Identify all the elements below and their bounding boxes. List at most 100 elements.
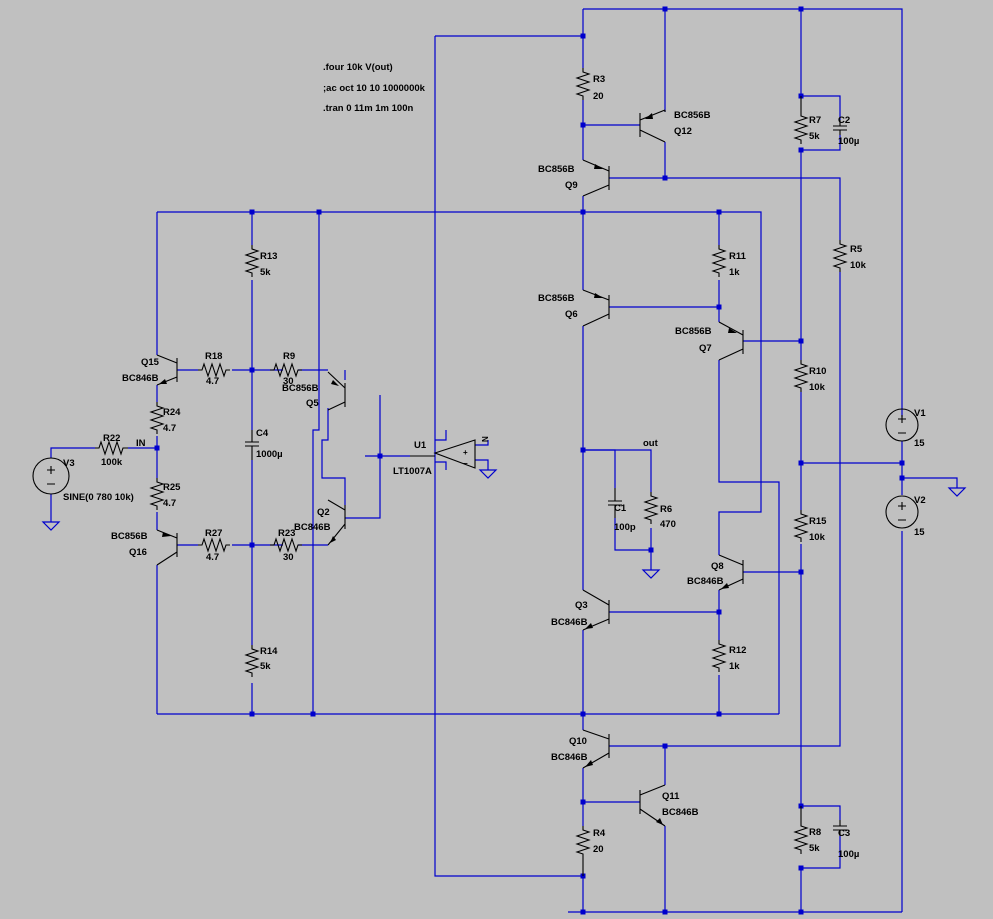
svg-text:R18: R18: [205, 351, 222, 362]
svg-text:15: 15: [914, 527, 925, 538]
svg-text:U1: U1: [414, 440, 427, 451]
svg-text:BC856B: BC856B: [538, 164, 575, 175]
svg-text:BC846B: BC846B: [294, 522, 331, 533]
svg-text:4.7: 4.7: [163, 423, 176, 434]
svg-text:5k: 5k: [260, 661, 271, 672]
voltage-source-V2[interactable]: V2 15: [885, 495, 926, 538]
transistor-Q16[interactable]: BC856B Q16: [111, 529, 178, 566]
directive-four[interactable]: .four 10k V(out): [323, 62, 393, 73]
capacitor-C4[interactable]: C4 1000µ: [245, 428, 283, 460]
resistor-R15[interactable]: R15 10k: [793, 510, 827, 543]
ground-symbol: [41, 469, 967, 579]
resistor-R14[interactable]: R14 5k: [244, 645, 278, 677]
voltage-source-V3[interactable]: V3 SINE(0 780 10k): [32, 457, 134, 503]
svg-text:R8: R8: [809, 827, 821, 838]
svg-text:N: N: [481, 436, 490, 442]
svg-text:BC856B: BC856B: [538, 293, 575, 304]
svg-text:V1: V1: [914, 408, 926, 419]
svg-text:R24: R24: [163, 407, 181, 418]
svg-text:C3: C3: [838, 828, 850, 839]
resistor-R10[interactable]: R10 10k: [793, 360, 826, 393]
svg-text:R9: R9: [283, 351, 295, 362]
transistor-Q3[interactable]: Q3 BC846B: [551, 589, 610, 631]
net-label-in: IN: [136, 438, 146, 449]
svg-text:1000µ: 1000µ: [256, 449, 283, 460]
capacitor-C2[interactable]: C2 100µ: [833, 115, 859, 147]
svg-text:30: 30: [283, 376, 294, 387]
transistor-Q11[interactable]: Q11 BC846B: [639, 784, 699, 827]
svg-text:30: 30: [283, 552, 294, 563]
resistor-R27[interactable]: R27 4.7: [198, 528, 230, 563]
svg-text:100k: 100k: [101, 457, 123, 468]
transistor-Q15[interactable]: Q15 BC846B: [122, 354, 178, 386]
svg-text:C4: C4: [256, 428, 269, 439]
svg-text:4.7: 4.7: [163, 498, 176, 509]
capacitor-C3[interactable]: C3 100µ: [833, 820, 859, 860]
transistor-Q10[interactable]: Q10 BC846B: [551, 729, 610, 769]
svg-text:Q15: Q15: [141, 357, 160, 368]
resistor-R25[interactable]: R25 4.7: [149, 478, 181, 510]
transistor-Q7[interactable]: BC856B Q7: [675, 321, 744, 361]
svg-text:Q6: Q6: [565, 309, 578, 320]
wires: [50, 8, 958, 913]
resistor-R8[interactable]: R8 5k: [793, 806, 821, 854]
resistor-R6[interactable]: R6 470: [643, 492, 676, 530]
resistor-R24[interactable]: R24 4.7: [149, 402, 181, 434]
svg-text:10k: 10k: [850, 260, 867, 271]
spice-directives[interactable]: .four 10k V(out) ;ac oct 10 10 1000000k …: [323, 62, 426, 114]
svg-text:Q5: Q5: [306, 398, 319, 409]
svg-text:Q3: Q3: [575, 600, 588, 611]
svg-text:R14: R14: [260, 646, 278, 657]
resistor-R18[interactable]: R18 4.7: [198, 351, 230, 387]
capacitor-C1[interactable]: C1 100p: [608, 488, 636, 533]
svg-text:Q12: Q12: [674, 126, 692, 137]
svg-text:BC846B: BC846B: [122, 373, 159, 384]
directive-tran[interactable]: .tran 0 11m 1m 100n: [323, 103, 413, 114]
resistor-R12[interactable]: R12 1k: [711, 640, 746, 672]
svg-text:1k: 1k: [729, 661, 740, 672]
transistor-Q8[interactable]: Q8 BC846B: [687, 554, 744, 591]
svg-text:Q7: Q7: [699, 343, 712, 354]
transistor-Q6[interactable]: BC856B Q6: [538, 289, 610, 327]
voltage-source-V1[interactable]: V1 15: [885, 408, 926, 449]
svg-text:Q10: Q10: [569, 736, 587, 747]
resistor-R22[interactable]: R22 100k: [95, 433, 128, 468]
transistor-Q5[interactable]: BC856B Q5: [282, 371, 346, 411]
resistor-R9[interactable]: R9 30: [270, 351, 302, 387]
transistor-Q2[interactable]: Q2 BC846B: [294, 499, 346, 546]
svg-text:100p: 100p: [614, 522, 636, 533]
svg-text:5k: 5k: [809, 843, 820, 854]
svg-text:R3: R3: [593, 74, 605, 85]
svg-text:R11: R11: [729, 251, 747, 262]
resistor-R11[interactable]: R11 1k: [711, 245, 747, 278]
svg-text:100µ: 100µ: [838, 849, 859, 860]
svg-text:BC846B: BC846B: [551, 617, 588, 628]
resistor-R4[interactable]: R4 20: [575, 826, 606, 876]
svg-text:470: 470: [660, 519, 676, 530]
svg-text:BC856B: BC856B: [674, 110, 711, 121]
resistor-R5[interactable]: R5 10k: [832, 240, 867, 272]
svg-text:R4: R4: [593, 828, 606, 839]
transistor-Q12[interactable]: BC856B Q12: [639, 109, 711, 143]
resistor-R13[interactable]: R13 5k: [244, 245, 277, 278]
svg-text:BC856B: BC856B: [111, 531, 148, 542]
resistor-R3[interactable]: R3 20: [575, 68, 605, 102]
svg-text:Q11: Q11: [662, 791, 680, 802]
svg-text:100µ: 100µ: [838, 136, 859, 147]
svg-text:10k: 10k: [809, 382, 826, 393]
svg-text:BC856B: BC856B: [282, 383, 319, 394]
svg-text:Q9: Q9: [565, 180, 578, 191]
svg-text:4.7: 4.7: [206, 376, 219, 387]
svg-text:R27: R27: [205, 528, 222, 539]
svg-text:20: 20: [593, 91, 604, 102]
directive-ac[interactable]: ;ac oct 10 10 1000000k: [323, 83, 426, 94]
svg-text:SINE(0 780 10k): SINE(0 780 10k): [63, 492, 134, 503]
svg-text:4.7: 4.7: [206, 552, 219, 563]
svg-text:R23: R23: [278, 528, 295, 539]
svg-text:Q16: Q16: [129, 547, 147, 558]
resistor-R7[interactable]: R7 5k: [793, 96, 821, 144]
transistor-Q9[interactable]: BC856B Q9: [538, 159, 610, 197]
resistor-R23[interactable]: R23 30: [270, 528, 302, 563]
opamp-U1[interactable]: + − U1 LT1007A N: [393, 436, 490, 477]
